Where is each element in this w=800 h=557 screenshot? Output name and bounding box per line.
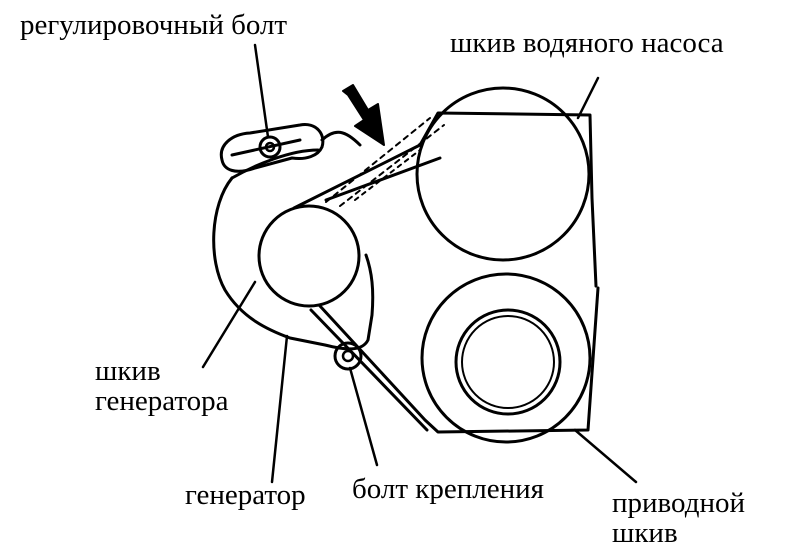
deflection-arrow-icon — [342, 84, 385, 146]
label-alternator-pulley-line1: шкив — [95, 355, 161, 387]
label-alternator-pulley: шкив генератора — [95, 356, 229, 416]
alternator-pulley — [257, 204, 361, 308]
label-adjusting-bolt: регулировочный болт — [20, 9, 288, 41]
label-water-pump-pulley: шкив водяного насоса — [450, 27, 724, 59]
alternator-housing — [212, 148, 375, 351]
label-mounting-bolt: болт крепления — [352, 473, 544, 505]
leader-mounting-bolt — [348, 366, 379, 467]
leader-alternator — [270, 334, 289, 484]
leader-water-pump-pulley — [576, 76, 600, 120]
mounting-bolt — [333, 341, 363, 371]
label-alternator-pulley-line2: генератора — [95, 385, 229, 417]
water-pump-pulley — [415, 86, 591, 262]
adjusting-bolt-center — [264, 141, 276, 153]
leader-lines — [201, 43, 638, 484]
label-alternator: генератор — [185, 479, 306, 511]
label-drive-pulley: приводной шкив — [612, 488, 745, 548]
label-drive-pulley-line2: шкив — [612, 517, 678, 549]
label-drive-pulley-line1: приводной — [612, 487, 745, 519]
adjusting-bolt-head — [258, 135, 282, 159]
drive-pulley — [420, 272, 592, 444]
drive-belt — [292, 111, 600, 434]
leader-drive-pulley — [573, 428, 638, 484]
leader-alternator-pulley — [201, 280, 257, 369]
adjusting-bracket — [219, 123, 362, 173]
leader-adjusting-bolt — [253, 43, 270, 139]
